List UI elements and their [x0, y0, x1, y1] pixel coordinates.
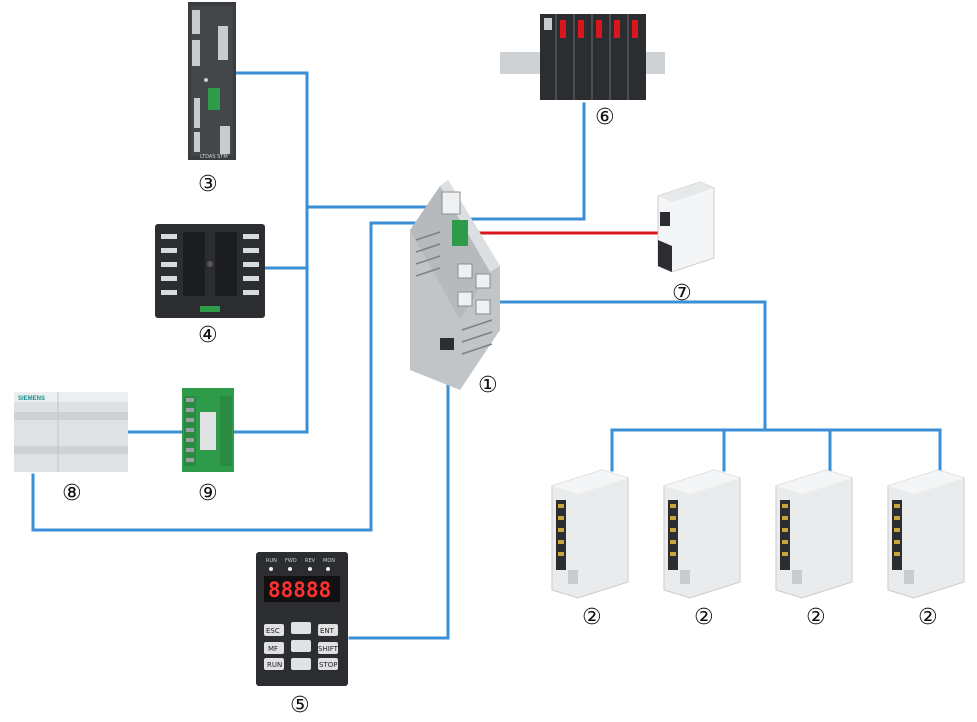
- line-keypad-hub: [348, 341, 450, 640]
- run-key[interactable]: [264, 658, 284, 670]
- plc-brand: SIEMENS: [18, 396, 45, 402]
- label-servo-3: ②: [806, 605, 826, 630]
- up-key[interactable]: [291, 622, 311, 634]
- ent-key-label: ENT: [320, 627, 335, 635]
- keypad-icon: RUN FWD REV MON 88888 ESC ENT MF SHIFT R…: [256, 552, 348, 686]
- connection-lines: [31, 71, 942, 640]
- label-io-module: ④: [198, 323, 218, 348]
- terminal-block-icon: [182, 388, 234, 472]
- down-key[interactable]: [291, 640, 311, 652]
- blank-key[interactable]: [291, 658, 311, 670]
- line-hub-servos: [482, 300, 767, 432]
- led-fwd-label: FWD: [285, 558, 297, 564]
- rail-io-icon: [500, 14, 665, 100]
- label-servo-1: ②: [582, 605, 602, 630]
- led-run-label: RUN: [266, 558, 277, 564]
- plc-icon: SIEMENS: [14, 392, 128, 472]
- line-plc-hub: [31, 221, 460, 532]
- label-plc: ⑧: [62, 481, 82, 506]
- servo-drive-2: [663, 469, 741, 599]
- mf-key[interactable]: [264, 642, 284, 654]
- label-board: ③: [198, 172, 218, 197]
- esc-key-label: ESC: [266, 627, 280, 635]
- shift-key-label: SHIFT: [318, 645, 339, 653]
- ent-key[interactable]: [318, 624, 338, 636]
- servo-drive-1: [551, 469, 629, 599]
- servo-drive-4: [887, 469, 965, 599]
- label-servo-4: ②: [918, 605, 938, 630]
- line-board: [234, 71, 309, 434]
- line-rail-io-hub: [466, 102, 586, 221]
- run-key-label: RUN: [267, 661, 282, 669]
- io-module-icon: [155, 224, 265, 318]
- board-model: LTDAS STM: [200, 154, 228, 160]
- label-hub: ①: [478, 373, 498, 398]
- label-keypad: ⑤: [290, 693, 310, 718]
- mf-key-label: MF: [268, 645, 278, 653]
- stop-key[interactable]: [318, 658, 338, 670]
- servo-drive-3: [775, 469, 853, 599]
- led-mon-label: MON: [323, 558, 335, 564]
- display-value: 88888: [268, 578, 331, 602]
- servo-drive-icon: [551, 469, 965, 599]
- shift-key[interactable]: [318, 642, 338, 654]
- label-rail-io: ⑥: [595, 105, 615, 130]
- stop-key-label: STOP: [319, 661, 337, 669]
- network-switch-icon: [410, 180, 500, 390]
- label-power-supply: ⑦: [672, 281, 692, 306]
- control-board-icon: LTDAS STM: [188, 2, 236, 160]
- label-servo-2: ②: [694, 605, 714, 630]
- led-rev-label: REV: [305, 558, 316, 564]
- label-terminal-block: ⑨: [198, 481, 218, 506]
- power-supply-icon: [657, 181, 715, 273]
- esc-key[interactable]: [264, 624, 284, 636]
